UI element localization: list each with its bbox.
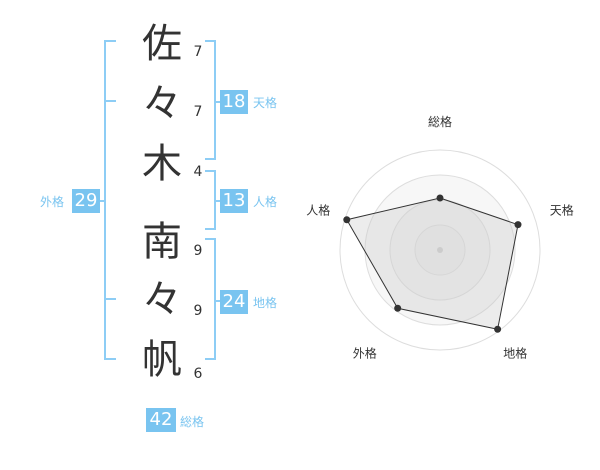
stroke-count-2: 7 xyxy=(193,104,203,120)
gaikaku-label: 外格 xyxy=(40,195,65,209)
chikaku-value-badge: 24 xyxy=(220,290,248,314)
radar-axis-label-1: 総格 xyxy=(428,114,452,129)
stroke-count-5: 9 xyxy=(193,303,203,319)
stroke-count-6: 6 xyxy=(193,366,203,382)
stroke-count-3: 4 xyxy=(193,164,203,180)
jinkaku-value-badge: 13 xyxy=(220,189,248,213)
name-char-2: 々 xyxy=(142,81,182,127)
radar-point-3 xyxy=(494,325,502,333)
gaikaku-value-badge: 29 xyxy=(72,189,100,213)
name-char-4: 南 xyxy=(142,219,182,265)
tenkaku-value-badge: 18 xyxy=(220,90,248,114)
soukaku-value-badge: 42 xyxy=(146,408,176,432)
stroke-count-1: 7 xyxy=(193,44,203,60)
stroke-count-4: 9 xyxy=(193,243,203,259)
radar-series-shape xyxy=(346,197,519,330)
radar-point-4 xyxy=(394,304,402,312)
radar-point-1 xyxy=(436,194,444,202)
jinkaku-label: 人格 xyxy=(253,195,278,209)
radar-axis-label-2: 天格 xyxy=(550,202,574,217)
name-char-5: 々 xyxy=(142,277,182,323)
tenkaku-label: 天格 xyxy=(253,96,278,110)
soukaku-label: 総格 xyxy=(180,415,205,429)
radar-axis-label-3: 地格 xyxy=(503,346,527,361)
radar-axis-label-4: 外格 xyxy=(353,346,377,361)
name-char-3: 木 xyxy=(142,141,182,187)
radar-point-2 xyxy=(514,221,522,229)
radar-axis-label-5: 人格 xyxy=(306,202,330,217)
name-char-6: 帆 xyxy=(142,337,182,383)
chikaku-label: 地格 xyxy=(253,296,278,310)
radar-center-dot xyxy=(437,247,443,253)
radar-point-5 xyxy=(343,216,351,224)
name-char-1: 佐 xyxy=(142,21,182,67)
